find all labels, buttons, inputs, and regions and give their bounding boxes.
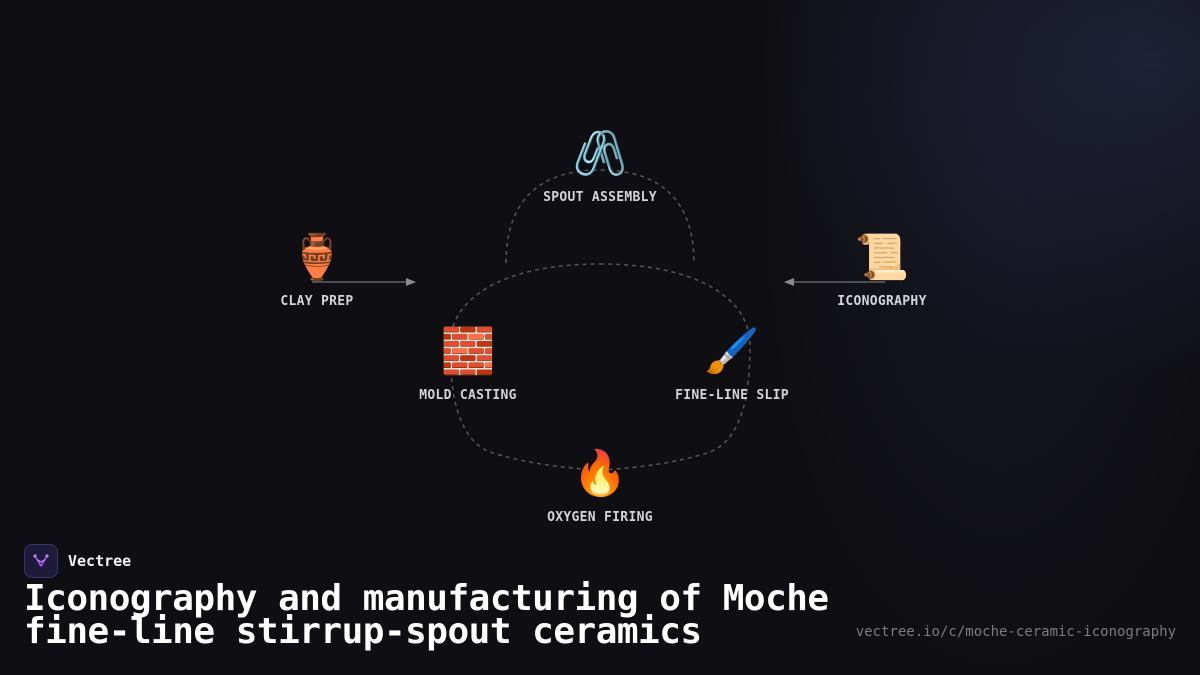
brand[interactable]: Vectree xyxy=(24,544,131,578)
node-label: FINE-LINE SLIP xyxy=(675,388,789,403)
node-oxygen-firing: 🔥 OXYGEN FIRING xyxy=(500,448,700,525)
node-fine-line-slip: 🖌️ FINE-LINE SLIP xyxy=(632,326,832,403)
node-iconography: 📜 ICONOGRAPHY xyxy=(782,232,982,309)
node-label: SPOUT ASSEMBLY xyxy=(543,190,657,205)
paintbrush-icon: 🖌️ xyxy=(704,326,760,377)
amphora-icon: 🏺 xyxy=(289,232,345,283)
page-title: Iconography and manufacturing of Moche f… xyxy=(24,578,829,652)
brand-name: Vectree xyxy=(68,552,132,570)
scroll-icon: 📜 xyxy=(854,232,910,283)
node-mold-casting: 🧱 MOLD CASTING xyxy=(368,326,568,403)
brick-icon: 🧱 xyxy=(440,326,496,377)
vectree-logo-icon xyxy=(24,544,58,578)
vessel-body-outline xyxy=(449,263,751,471)
node-clay-prep: 🏺 CLAY PREP xyxy=(217,232,417,309)
stirrup-arch-outline xyxy=(505,169,695,264)
fire-icon: 🔥 xyxy=(572,448,628,499)
node-label: MOLD CASTING xyxy=(419,388,517,403)
node-label: OXYGEN FIRING xyxy=(547,510,653,525)
node-label: CLAY PREP xyxy=(280,294,354,309)
paperclips-icon: 🖇️ xyxy=(572,128,628,179)
node-spout-assembly: 🖇️ SPOUT ASSEMBLY xyxy=(500,128,700,205)
source-url[interactable]: vectree.io/c/moche-ceramic-iconography xyxy=(855,624,1176,640)
node-label: ICONOGRAPHY xyxy=(837,294,927,309)
